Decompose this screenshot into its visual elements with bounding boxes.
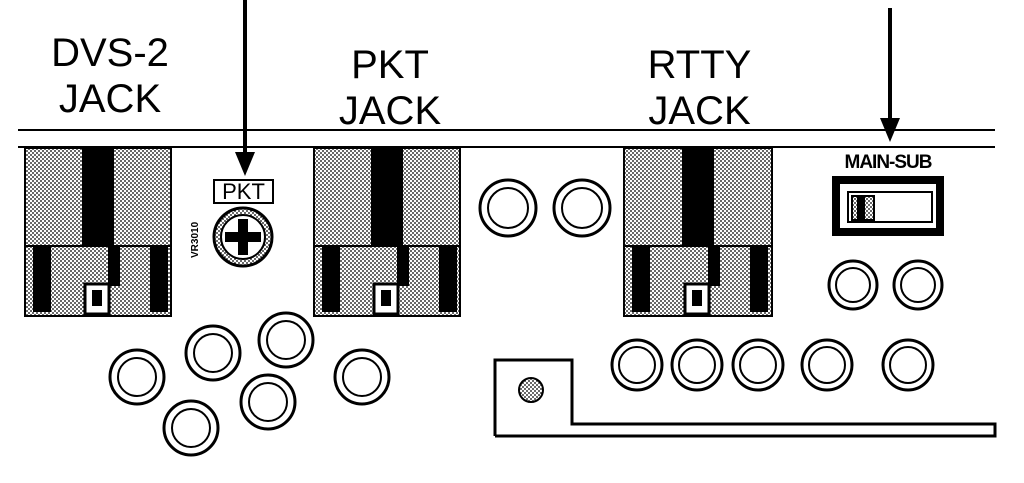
pkt-label-line2: JACK <box>338 89 442 133</box>
pkt-label-line1: PKT <box>351 43 429 87</box>
main-sub-label: MAIN-SUB <box>844 152 933 173</box>
board-edge <box>18 129 995 148</box>
pkt-trimmer-label: PKT <box>213 179 274 204</box>
pkt-jack <box>313 147 461 317</box>
mounting-bracket <box>493 358 997 438</box>
arrow-main-sub <box>880 8 900 142</box>
trimmer-reference-label: VR3010 <box>190 221 201 258</box>
pkt-trimmer-pot <box>212 206 274 268</box>
arrow-pkt-trimmer <box>235 0 255 176</box>
dvs2-label-line2: JACK <box>58 77 162 121</box>
rtty-jack-label: RTTY JACK <box>612 42 787 134</box>
lower-left-pads <box>108 311 391 457</box>
lower-right-pads <box>610 338 935 392</box>
dvs2-jack <box>24 147 172 317</box>
rtty-label-line1: RTTY <box>647 43 752 87</box>
switch-pads <box>827 259 944 311</box>
center-pads <box>478 178 612 238</box>
rtty-jack <box>623 147 773 317</box>
main-sub-switch <box>832 176 944 236</box>
dvs2-label-line1: DVS-2 <box>51 31 169 75</box>
pkt-jack-label: PKT JACK <box>305 42 475 134</box>
dvs2-jack-label: DVS-2 JACK <box>20 30 200 122</box>
rtty-label-line2: JACK <box>648 89 751 133</box>
